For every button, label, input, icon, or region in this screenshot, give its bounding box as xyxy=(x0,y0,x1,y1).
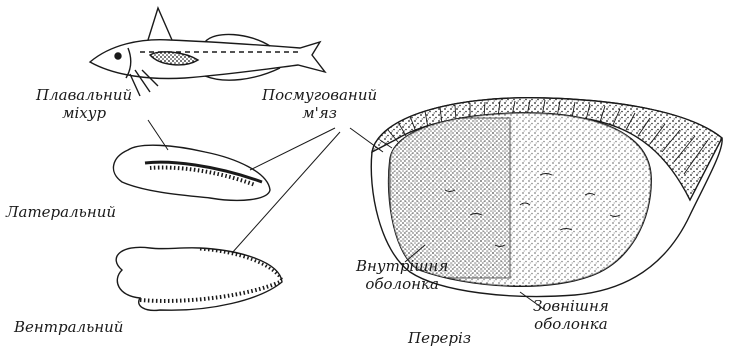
fish-dorsal-fin xyxy=(148,8,172,40)
label-striated-muscle-line2: м'яз xyxy=(262,104,377,122)
ventral-view-drawing xyxy=(116,247,282,310)
fish-pectoral-fin xyxy=(130,70,158,96)
label-striated-muscle: Посмугований м'яз xyxy=(262,86,377,122)
label-striated-muscle-line1: Посмугований xyxy=(262,86,377,104)
lateral-view-drawing xyxy=(113,145,270,200)
label-inner-membrane-line1: Внутрішня xyxy=(356,257,448,275)
label-lateral: Латеральний xyxy=(6,203,116,221)
fish-anal-fin xyxy=(205,68,280,80)
label-outer-membrane-line1: Зовнішня xyxy=(533,297,609,315)
fish-eye xyxy=(115,53,121,59)
lateral-muscle-band-inner xyxy=(150,168,255,185)
label-outer-membrane: Зовнішня оболонка xyxy=(533,297,609,333)
fish-drawing xyxy=(90,8,325,96)
label-swim-bladder: Плавальний міхур xyxy=(36,86,132,122)
fish-swim-bladder xyxy=(150,52,198,65)
leader-muscle-lateral xyxy=(250,128,335,170)
label-inner-membrane: Внутрішня оболонка xyxy=(356,257,448,293)
lateral-outline xyxy=(113,145,270,200)
label-outer-membrane-line2: оболонка xyxy=(533,315,609,333)
ventral-muscle-band xyxy=(140,282,280,301)
fish-gill xyxy=(126,48,131,78)
label-swim-bladder-line1: Плавальний xyxy=(36,86,132,104)
label-ventral: Вентральний xyxy=(14,318,123,336)
leader-muscle-ventral xyxy=(232,132,340,253)
label-section: Переріз xyxy=(408,329,471,347)
label-swim-bladder-line2: міхур xyxy=(36,104,132,122)
fish-body-outline xyxy=(90,40,325,79)
label-inner-membrane-line2: оболонка xyxy=(356,275,448,293)
